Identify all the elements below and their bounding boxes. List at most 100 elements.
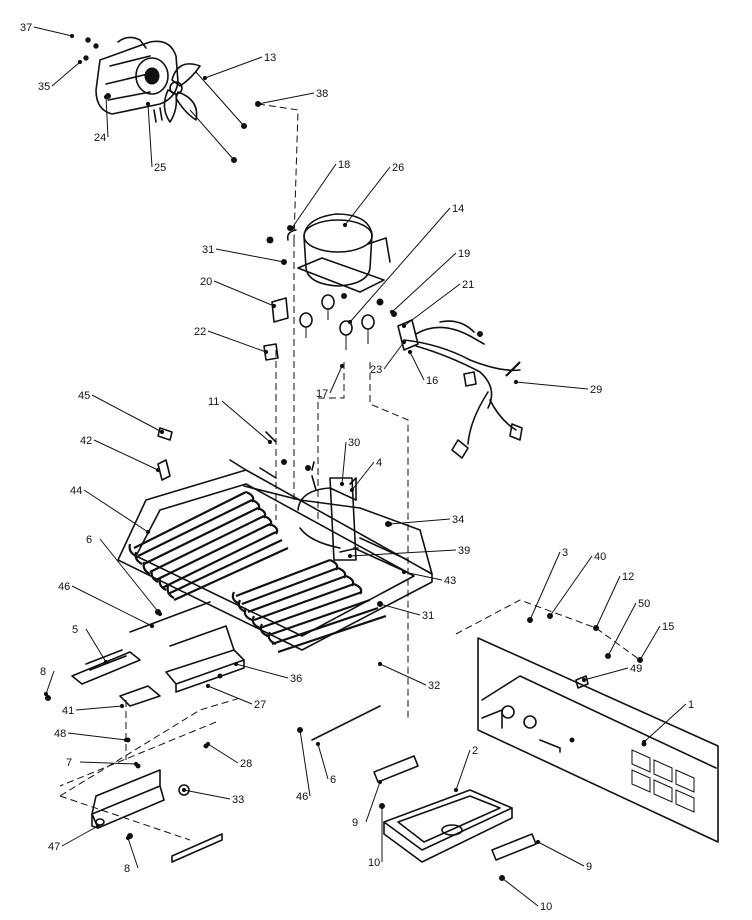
callout-leader-c6a — [99, 538, 161, 615]
callout-leader-c16 — [409, 351, 425, 381]
callout-arrowhead-c10b — [499, 875, 505, 881]
callout-leader-c48 — [67, 732, 127, 741]
callout-number-c5: 5 — [72, 624, 78, 636]
callout-number-c39: 39 — [458, 545, 470, 557]
condenser-coil — [128, 490, 289, 602]
callout-leader-c49 — [583, 667, 629, 681]
callout-number-c31b: 31 — [422, 610, 434, 622]
callout-arrowhead-c11 — [267, 439, 273, 445]
callout-arrowhead-c46a — [149, 623, 155, 629]
callout-number-c9b: 9 — [586, 861, 592, 873]
callout-number-c18: 18 — [338, 159, 350, 171]
callout-arrowhead-c12 — [593, 625, 599, 631]
condenser-fan-motor-assembly — [83, 36, 261, 163]
callout-leader-c31b — [379, 603, 421, 616]
callout-number-c43: 43 — [444, 575, 456, 587]
callout-number-c11: 11 — [208, 396, 219, 408]
callout-leader-c9a — [365, 781, 381, 823]
callout-arrowhead-c29 — [513, 379, 519, 385]
mounting-bracket — [165, 625, 245, 693]
callout-arrowhead-c6a — [157, 611, 163, 617]
callout-arrowhead-c22 — [263, 349, 269, 355]
cover-plate — [119, 685, 161, 707]
callout-arrowhead-c14 — [347, 319, 353, 325]
callout-arrowhead-c20 — [271, 303, 277, 309]
callout-arrowhead-c27 — [205, 683, 211, 689]
callout-arrowhead-c7 — [133, 761, 139, 767]
callout-number-c13: 13 — [264, 52, 276, 64]
callout-leader-c18 — [291, 163, 337, 229]
callout-arrowhead-c41 — [119, 703, 125, 709]
callout-leader-c21 — [403, 283, 461, 327]
callout-leader-c10b — [501, 877, 539, 907]
callout-number-c19: 19 — [458, 248, 470, 260]
callout-leader-c3 — [529, 551, 561, 621]
callout-number-c41: 41 — [62, 705, 74, 717]
callout-number-c1: 1 — [688, 699, 694, 711]
callout-leader-c37 — [33, 26, 73, 37]
base-pan-assembly — [117, 459, 433, 651]
callout-number-c4: 4 — [376, 457, 382, 469]
callout-number-c6a: 6 — [86, 534, 92, 546]
callout-arrowhead-c15 — [637, 657, 643, 663]
callout-number-c45: 45 — [78, 390, 90, 402]
drain-pan — [383, 789, 513, 863]
callout-number-c46a: 46 — [58, 581, 70, 593]
callout-leader-c31a — [215, 248, 285, 263]
callout-leader-c47 — [61, 825, 99, 847]
callout-leader-c6b — [317, 743, 329, 780]
callout-leader-c1 — [643, 703, 687, 743]
callout-arrowhead-c30 — [339, 481, 345, 487]
small-fittings — [157, 427, 359, 553]
callout-number-c50: 50 — [638, 598, 650, 610]
callout-arrowhead-c34 — [387, 521, 393, 527]
callout-leader-c44 — [83, 489, 149, 533]
callout-number-c25: 25 — [154, 162, 166, 174]
callout-arrowhead-c45 — [159, 429, 165, 435]
callout-arrowhead-c21 — [401, 323, 407, 329]
callout-number-c36: 36 — [290, 673, 302, 685]
callout-arrowhead-c42 — [155, 467, 161, 473]
callout-number-c28: 28 — [240, 758, 252, 770]
callout-leader-c20 — [213, 280, 275, 307]
callout-number-c24: 24 — [94, 132, 106, 144]
callout-arrowhead-c4 — [349, 487, 355, 493]
callout-arrowhead-c8b — [125, 835, 131, 841]
callout-number-c15: 15 — [662, 621, 674, 633]
callout-arrowhead-c40 — [547, 613, 553, 619]
callout-arrowhead-c44 — [145, 529, 151, 535]
callout-leader-c29 — [515, 381, 589, 390]
callout-leader-c50 — [607, 602, 637, 657]
callout-arrowhead-c38 — [255, 101, 261, 107]
callout-arrowhead-c8a — [43, 691, 49, 697]
callout-leader-c46b — [299, 729, 311, 797]
callout-number-c8a: 8 — [40, 666, 46, 678]
callout-arrowhead-c16 — [407, 349, 413, 355]
callout-arrowhead-c5 — [103, 659, 109, 665]
callout-number-c10b: 10 — [540, 901, 552, 913]
callout-number-c14: 14 — [452, 203, 464, 215]
callout-leader-c9b — [537, 841, 585, 867]
callout-arrowhead-c47 — [95, 823, 101, 829]
callout-leader-c11 — [221, 400, 271, 443]
callout-number-c46b: 46 — [296, 791, 308, 803]
callout-number-c22: 22 — [194, 326, 206, 338]
callout-number-c42: 42 — [80, 435, 92, 447]
callout-leader-c33 — [183, 789, 231, 800]
callout-arrowhead-c43 — [401, 569, 407, 575]
callout-number-c12: 12 — [622, 571, 634, 583]
callout-number-c47: 47 — [48, 841, 60, 853]
callout-number-c2: 2 — [472, 745, 478, 757]
callout-number-c29: 29 — [590, 384, 602, 396]
callout-leader-c5 — [85, 628, 107, 663]
callout-arrowhead-c13 — [202, 75, 208, 81]
back-panel — [477, 613, 719, 843]
callout-arrowhead-c33 — [181, 787, 187, 793]
callout-arrowhead-c37 — [69, 33, 75, 39]
callout-arrowhead-c3 — [527, 617, 533, 623]
callout-arrowhead-c49 — [581, 677, 587, 683]
callout-number-c48: 48 — [54, 728, 66, 740]
callout-arrowhead-c1 — [641, 739, 647, 745]
